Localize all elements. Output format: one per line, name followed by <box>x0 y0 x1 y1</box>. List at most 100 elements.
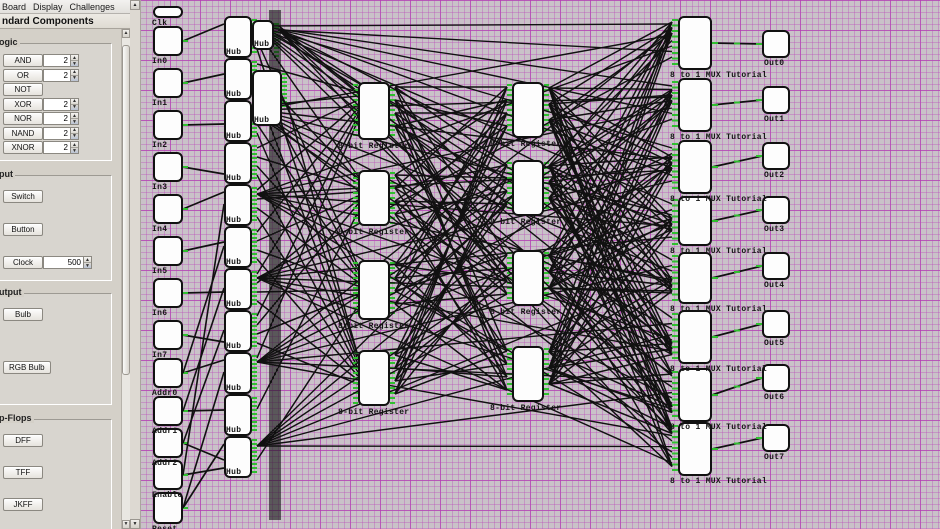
input-node-addr0[interactable] <box>153 358 183 388</box>
input-node-clk[interactable] <box>153 6 183 18</box>
mux-node[interactable] <box>678 16 712 70</box>
output-node-out5[interactable] <box>762 310 790 338</box>
canvas-vertical-scrollbar[interactable]: ▲ ▼ <box>130 0 141 529</box>
mux-node[interactable] <box>678 422 712 476</box>
palette-button-and[interactable]: AND <box>3 54 43 67</box>
input-node-in6[interactable] <box>153 278 183 308</box>
input-node-in3[interactable] <box>153 152 183 182</box>
input-node-in2[interactable] <box>153 110 183 140</box>
spinner-buttons[interactable]: ▲▼ <box>70 112 79 125</box>
hub-node[interactable] <box>224 394 252 436</box>
mux-node[interactable] <box>678 78 712 132</box>
menu-item-challenges[interactable]: Challenges <box>69 1 115 12</box>
palette-button-xnor[interactable]: XNOR <box>3 141 43 154</box>
palette-scroll-down-icon[interactable]: ▼ <box>122 520 130 529</box>
register-node[interactable] <box>512 160 544 216</box>
spinner-down-icon[interactable]: ▼ <box>71 104 78 110</box>
palette-scrollbar[interactable]: ▲ ▼ <box>121 29 130 529</box>
spinner-down-icon[interactable]: ▼ <box>84 262 91 269</box>
spinner-up-icon[interactable]: ▲ <box>71 69 78 76</box>
mux-node[interactable] <box>678 368 712 422</box>
palette-button-nor[interactable]: NOR <box>3 112 43 125</box>
mux-node[interactable] <box>678 196 712 246</box>
spinner-buttons[interactable]: ▲▼ <box>83 256 92 269</box>
output-node-out2[interactable] <box>762 142 790 170</box>
input-node-addr2[interactable] <box>153 428 183 458</box>
hub-node[interactable] <box>224 436 252 478</box>
input-node-addr1[interactable] <box>153 396 183 426</box>
register-node[interactable] <box>358 260 390 320</box>
output-node-out0[interactable] <box>762 30 790 58</box>
hub-node[interactable] <box>224 142 252 184</box>
palette-spinner[interactable]: ▲▼ <box>43 126 79 140</box>
hub-node[interactable] <box>224 184 252 226</box>
spinner-buttons[interactable]: ▲▼ <box>70 97 79 111</box>
palette-button-clock[interactable]: Clock <box>3 256 43 269</box>
canvas-scroll-up-icon[interactable]: ▲ <box>130 0 140 10</box>
menu-item-board[interactable]: Board <box>2 1 27 12</box>
palette-button-jkff[interactable]: JKFF <box>3 498 43 511</box>
hub-node[interactable] <box>224 16 252 58</box>
spinner-down-icon[interactable]: ▼ <box>71 60 78 67</box>
output-node-out6[interactable] <box>762 364 790 392</box>
spinner-buttons[interactable]: ▲▼ <box>70 54 79 67</box>
spinner-buttons[interactable]: ▲▼ <box>70 141 79 154</box>
register-node[interactable] <box>512 346 544 402</box>
palette-button-button[interactable]: Button <box>3 223 43 236</box>
spinner-up-icon[interactable]: ▲ <box>71 54 78 61</box>
palette-spinner[interactable]: ▲▼ <box>43 97 79 111</box>
input-node-in1[interactable] <box>153 68 183 98</box>
spinner-up-icon[interactable]: ▲ <box>71 112 78 119</box>
spinner-buttons[interactable]: ▲▼ <box>70 68 79 82</box>
palette-spinner[interactable]: ▲▼ <box>43 141 79 154</box>
menu-item-display[interactable]: Display <box>33 1 63 12</box>
hub-node[interactable] <box>224 226 252 268</box>
palette-spinner[interactable]: ▲▼ <box>43 54 79 67</box>
input-node-reset[interactable] <box>153 492 183 524</box>
register-node[interactable] <box>358 170 390 226</box>
register-node[interactable] <box>512 250 544 306</box>
input-node-enable[interactable] <box>153 460 183 490</box>
palette-button-not[interactable]: NOT <box>3 83 43 96</box>
hub-node[interactable] <box>224 352 252 394</box>
palette-spinner[interactable]: ▲▼ <box>43 256 92 269</box>
input-node-in4[interactable] <box>153 194 183 224</box>
input-node-in5[interactable] <box>153 236 183 266</box>
spinner-down-icon[interactable]: ▼ <box>71 133 78 139</box>
spinner-up-icon[interactable]: ▲ <box>71 127 78 134</box>
spinner-input[interactable] <box>43 68 70 82</box>
spinner-input[interactable] <box>43 97 70 111</box>
spinner-input[interactable] <box>43 126 70 140</box>
spinner-down-icon[interactable]: ▼ <box>71 75 78 81</box>
output-node-out4[interactable] <box>762 252 790 280</box>
palette-scroll-up-icon[interactable]: ▲ <box>122 29 130 38</box>
spinner-up-icon[interactable]: ▲ <box>71 98 78 105</box>
palette-button-dff[interactable]: DFF <box>3 434 43 447</box>
output-node-out3[interactable] <box>762 196 790 224</box>
palette-button-xor[interactable]: XOR <box>3 97 43 111</box>
palette-scroll-thumb[interactable] <box>122 45 130 375</box>
palette-spinner[interactable]: ▲▼ <box>43 112 79 125</box>
spinner-up-icon[interactable]: ▲ <box>71 141 78 148</box>
spinner-down-icon[interactable]: ▼ <box>71 147 78 154</box>
mux-node[interactable] <box>678 310 712 364</box>
spinner-up-icon[interactable]: ▲ <box>84 256 91 263</box>
spinner-input[interactable] <box>43 54 70 67</box>
register-node[interactable] <box>358 82 390 140</box>
spinner-input[interactable] <box>43 112 70 125</box>
input-node-in0[interactable] <box>153 26 183 56</box>
mux-node[interactable] <box>678 140 712 194</box>
spinner-buttons[interactable]: ▲▼ <box>70 126 79 140</box>
spinner-input[interactable] <box>43 256 83 269</box>
palette-button-switch[interactable]: Switch <box>3 190 43 203</box>
palette-button-nand[interactable]: NAND <box>3 126 43 140</box>
palette-button-rgb-bulb[interactable]: RGB Bulb <box>3 361 51 374</box>
mux-node[interactable] <box>678 252 712 304</box>
output-node-out7[interactable] <box>762 424 790 452</box>
spinner-down-icon[interactable]: ▼ <box>71 118 78 125</box>
palette-button-or[interactable]: OR <box>3 68 43 82</box>
output-node-out1[interactable] <box>762 86 790 114</box>
register-node[interactable] <box>358 350 390 406</box>
palette-spinner[interactable]: ▲▼ <box>43 68 79 82</box>
